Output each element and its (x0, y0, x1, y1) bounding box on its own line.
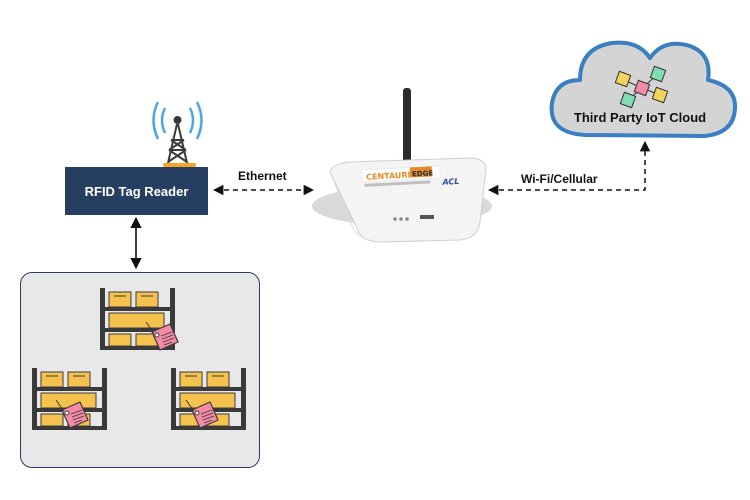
cloud-label: Third Party IoT Cloud (573, 110, 707, 125)
gateway-logo-acl: ACL (441, 177, 459, 187)
gateway-logo: CENTAURI (366, 170, 411, 181)
wireless-connector (487, 140, 651, 196)
router-icon: CENTAURI EDGE ACL (312, 88, 492, 243)
cube-network-icon (614, 65, 669, 109)
signal-tower-icon (152, 101, 203, 167)
rfid-reader-node: RFID Tag Reader (65, 167, 208, 215)
gateway-logo-edge: EDGE (412, 169, 434, 178)
ethernet-label: Ethernet (238, 169, 287, 183)
wireless-label: Wi-Fi/Cellular (521, 172, 598, 186)
rfid-reader-label: RFID Tag Reader (84, 183, 189, 199)
